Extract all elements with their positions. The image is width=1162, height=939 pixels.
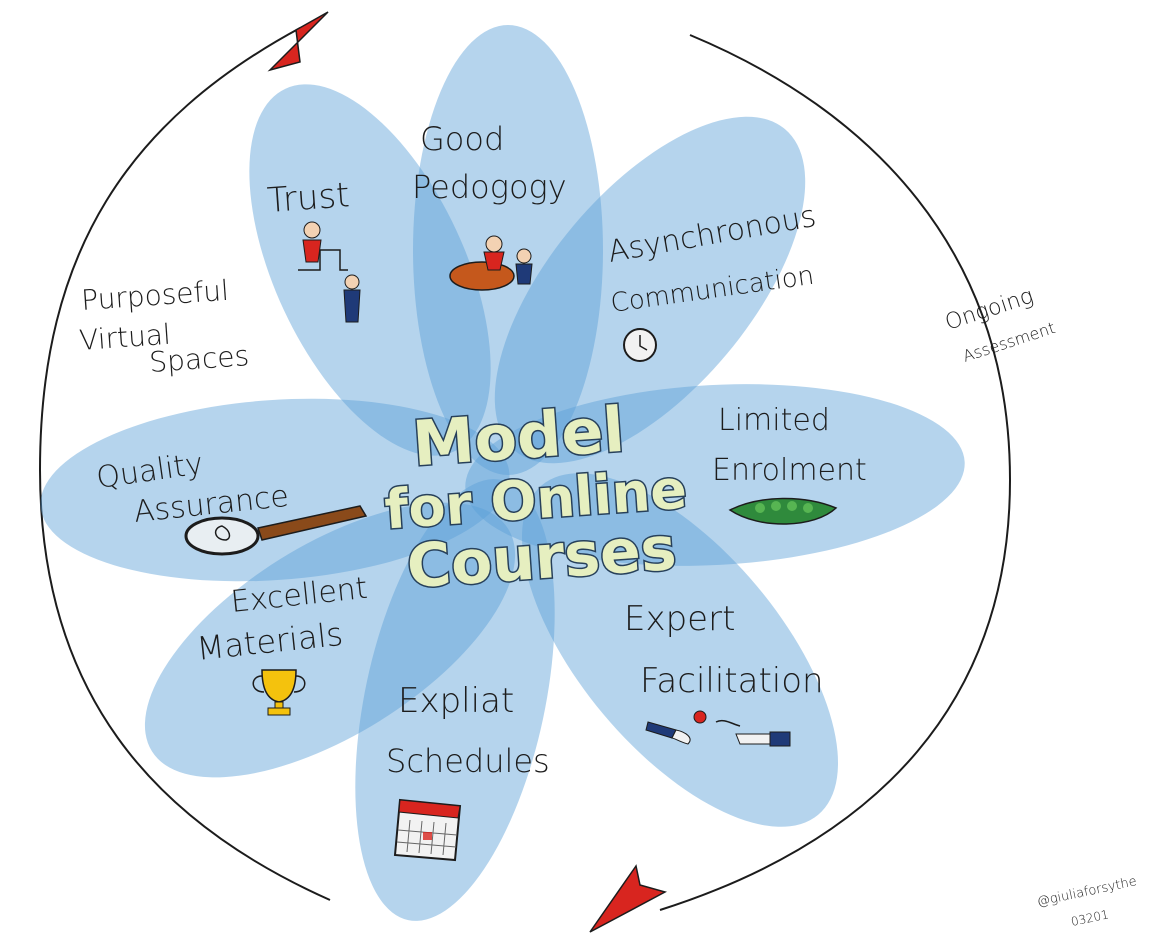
signature-handle: @giuliaforsythe xyxy=(1036,874,1138,910)
label-limited: Limited xyxy=(718,403,830,438)
petal-good-pedagogy xyxy=(413,25,603,475)
petal-asynchronous xyxy=(494,116,806,464)
petal-quality-assurance xyxy=(40,398,510,582)
label-pedagogy: Pedogogy xyxy=(412,168,567,206)
label-enrolment: Enrolment xyxy=(712,453,867,488)
cycle-arrow-top xyxy=(267,11,329,72)
teacher-table-icon xyxy=(449,235,533,291)
calendar-icon xyxy=(393,798,462,862)
label-purposeful: Purposeful xyxy=(80,274,230,317)
label-explicit: Expliat xyxy=(398,681,514,721)
petal-limited-enrolment xyxy=(465,384,965,566)
signature-date: 03201 xyxy=(1070,907,1110,929)
petal-excellent-materials xyxy=(144,502,516,778)
label-virtual: Virtual xyxy=(78,318,172,357)
people-steps-icon xyxy=(298,221,361,323)
pea-pod-icon xyxy=(728,497,838,525)
label-expert: Expert xyxy=(624,599,735,639)
label-facilitation: Facilitation xyxy=(640,661,824,701)
petal-trust xyxy=(249,84,491,456)
cycle-arrow-bottom xyxy=(589,864,668,933)
paint-brush-icon xyxy=(645,710,791,747)
label-good: Good xyxy=(420,120,504,158)
signature: @giuliaforsythe 03201 xyxy=(1036,874,1138,929)
central-title: Model for Online Courses xyxy=(381,391,690,604)
outer-arc-left xyxy=(38,27,331,901)
title-line-model: Model xyxy=(410,393,627,481)
clock-icon xyxy=(623,328,657,362)
label-trust: Trust xyxy=(266,175,351,221)
outer-cycle xyxy=(38,27,1012,911)
label-spaces: Spaces xyxy=(148,339,250,379)
outer-arc-right xyxy=(659,34,1012,911)
label-schedules: Schedules xyxy=(386,742,550,780)
trophy-icon xyxy=(252,669,306,716)
magnifying-glass-icon xyxy=(184,505,368,556)
